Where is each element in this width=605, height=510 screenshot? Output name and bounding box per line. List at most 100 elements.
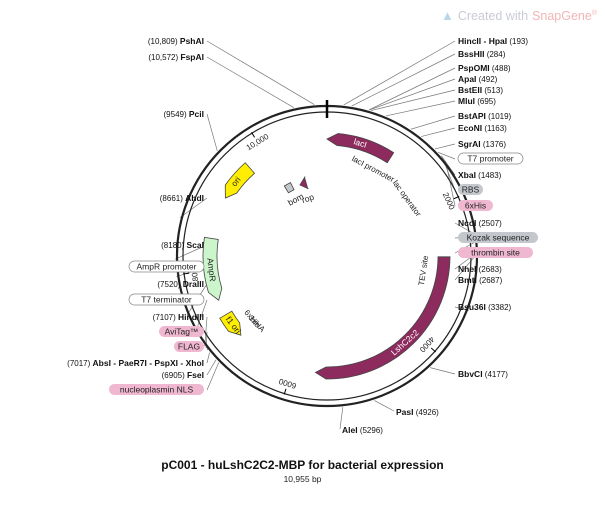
site-ahdi: (8661) AhdI (160, 193, 204, 203)
site-fspai: (10,572) FspAI (148, 52, 204, 62)
site-label: (7017) AbsI - PaeR7I - PspXI - XhoI (67, 358, 204, 368)
leader-line (374, 400, 395, 412)
site-bsteii: BstEII (513) (458, 85, 503, 95)
site-bsu36i: Bsu36I (3382) (458, 302, 512, 312)
feature-pill-label: AmpR promoter (137, 262, 197, 272)
site-pasi: PasI (4926) (396, 407, 439, 417)
site-scai: (8180) ScaI (161, 240, 204, 250)
leader-line (206, 113, 218, 151)
site-hincii-hpai: HincII - HpaI (193) (458, 36, 528, 46)
feature-pill (128, 293, 205, 306)
site-label: XbaI (1483) (458, 170, 502, 180)
leader-line (420, 127, 456, 137)
site-label: NheI (2683) (458, 264, 502, 274)
site-label: (9549) PciI (164, 109, 204, 119)
tick-mark (430, 347, 437, 353)
leader-line (206, 56, 295, 108)
feature-f1_ori (219, 310, 242, 336)
feature-pill (109, 384, 204, 395)
leader-line (434, 143, 456, 150)
site-nucleoplasmin-nls: nucleoplasmin NLS (109, 384, 204, 395)
tick-mark (283, 388, 287, 395)
tick-mark (453, 195, 460, 200)
site-draiii: (7520) DraIII (157, 279, 204, 289)
site-mlui: MluI (695) (458, 96, 496, 106)
feature-pill (458, 247, 533, 258)
leader-line (410, 115, 456, 130)
site-labels: (10,809) PshAI (10,572) FspAI (9549) PciI (… (67, 36, 538, 435)
site-kozak-sequence: Kozak sequence (458, 232, 538, 243)
tick-mark (183, 272, 190, 275)
plasmid-name: pC001 - huLshC2C2-MBP for bacterial expr… (161, 458, 444, 472)
site-ampr-promoter: AmpR promoter (128, 260, 205, 273)
leader-line (368, 67, 456, 111)
snapgene-logo-icon: ▲ (440, 8, 454, 23)
site-bbvci: BbvCI (4177) (458, 369, 508, 379)
watermark-text: Created with (457, 8, 529, 23)
site-label: PspOMI (488) (458, 63, 511, 73)
feature-pill-label: 6xHis (465, 201, 486, 211)
site-label: EcoNI (1163) (458, 123, 507, 133)
site-label: BmtI (2687) (458, 275, 503, 285)
leader-line (206, 362, 220, 391)
feature-rop (299, 176, 310, 190)
site-pspomi: PspOMI (488) (458, 63, 511, 73)
feature-pill (159, 326, 204, 337)
leader-line (438, 151, 456, 160)
feature-label: lacI (353, 136, 369, 149)
site-t7-terminator: T7 terminator (128, 293, 205, 306)
site-fsei: (6905) FseI (162, 370, 204, 380)
site-label: MluI (695) (458, 96, 496, 106)
plasmid-length: 10,955 bp (283, 474, 322, 484)
feature-pill (458, 232, 538, 243)
leader-line (339, 407, 344, 430)
leader-line (370, 89, 456, 111)
feature-pill (174, 341, 204, 352)
feature-pill-label: FLAG (178, 342, 200, 352)
feature-pill (458, 184, 483, 195)
site-label: BssHII (284) (458, 49, 506, 59)
site-bstapi: BstAPI (1019) (458, 111, 512, 121)
leader-line (179, 197, 208, 218)
leader-line (343, 40, 456, 106)
leader-line (174, 244, 208, 260)
leader-line (385, 100, 456, 117)
tick-mark (251, 131, 256, 138)
site-pcii: (9549) PciI (164, 109, 204, 119)
site-6xhis: 6xHis (458, 200, 493, 211)
tick-label: 2000 (441, 191, 457, 211)
site-label: (6905) FseI (162, 370, 204, 380)
feature-label: AmpR (205, 257, 218, 282)
site-label: AleI (5296) (342, 425, 383, 435)
site-bsshii: BssHII (284) (458, 49, 506, 59)
title-block: pC001 - huLshC2C2-MBP for bacterial expr… (0, 458, 605, 484)
feature-LshC2c2 (314, 256, 451, 380)
watermark-brand: SnapGene® (532, 8, 597, 23)
site-absi-paer7i-pspxi-xhoi: (7017) AbsI - PaeR7I - PspXI - XhoI (67, 358, 204, 368)
feature-pill-label: RBS (462, 185, 480, 195)
feature-label: rop (300, 192, 315, 205)
feature-bom (283, 182, 295, 194)
feature-pill (128, 260, 205, 273)
site-label: BstEII (513) (458, 85, 503, 95)
site-ncoi: NcoI (2507) (458, 218, 502, 228)
feature-pill (458, 200, 493, 211)
leader-line (206, 40, 315, 105)
site-label: (7107) HindIII (153, 312, 204, 322)
site-econi: EcoNI (1163) (458, 123, 507, 133)
site-avitag-: AviTag™ (159, 326, 204, 337)
backbone-outer-strand (175, 104, 479, 408)
site-label: ApaI (492) (458, 74, 498, 84)
site-label: (10,809) PshAI (148, 36, 204, 46)
site-label: PasI (4926) (396, 407, 439, 417)
feature-AmpR (202, 236, 223, 301)
leader-line (206, 352, 210, 364)
feature-label: LshC2c2 (389, 327, 421, 357)
site-flag: FLAG (174, 341, 204, 352)
leader-line (440, 155, 456, 176)
site-label: BstAPI (1019) (458, 111, 512, 121)
watermark: ▲ Created with SnapGene® (441, 8, 597, 23)
site-label: BbvCI (4177) (458, 369, 508, 379)
